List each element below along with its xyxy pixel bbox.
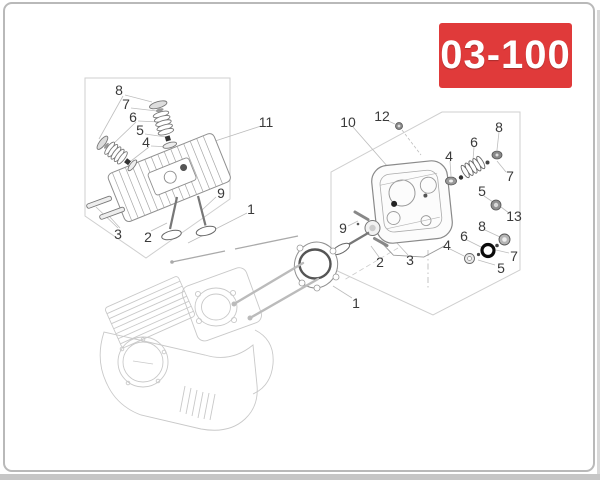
callout-6-right-top: 6: [470, 134, 478, 150]
engine-cylinder-fins: [105, 276, 195, 348]
right-kit-parts: [293, 122, 511, 292]
valve-spring-left: [96, 135, 138, 172]
callout-2-left: 2: [144, 229, 152, 245]
callout-3-left: 3: [114, 226, 122, 242]
head-gasket: [293, 241, 340, 292]
callout-13: 13: [506, 208, 522, 224]
cylinder-head-right: [371, 160, 453, 258]
head-studs: [231, 261, 320, 321]
valve-guides: [86, 195, 125, 220]
engine-assembly: [99, 261, 320, 431]
engine-crankcase: [99, 329, 274, 431]
upper-spring-kit: [445, 150, 503, 186]
callout-6-right-bot: 6: [460, 228, 468, 244]
callout-8-left: 8: [115, 82, 123, 98]
left-kit-box: [84, 77, 231, 259]
callout-8-right-bot: 8: [478, 218, 486, 234]
callout-7-right-top: 7: [506, 168, 514, 184]
mid-nut: [490, 199, 502, 211]
cylinder-head-left: [107, 133, 231, 223]
callout-5-right-top: 5: [478, 183, 486, 199]
callout-1-left: 1: [247, 201, 255, 217]
callout-6-left: 6: [129, 109, 137, 125]
callout-7-right-bot: 7: [510, 248, 518, 264]
section-badge-label: 03-100: [440, 33, 571, 77]
valve-b: [195, 195, 217, 237]
long-stud-rod: [170, 235, 299, 264]
tappet-and-valve: [331, 210, 389, 256]
callout-9-right: 9: [339, 220, 347, 236]
callout-4-right-bot: 4: [443, 237, 451, 253]
callout-7-left: 7: [122, 96, 130, 112]
callout-4-right-top: 4: [445, 148, 453, 164]
right-kit-box: [330, 111, 521, 316]
callout-3-right: 3: [406, 252, 414, 268]
callout-5-left: 5: [136, 122, 144, 138]
callout-8-right-top: 8: [495, 119, 503, 135]
valve-spring-right: [149, 100, 178, 149]
kit-boxes: [84, 77, 521, 316]
page-bottom-shadow: [0, 474, 600, 480]
lower-seal-kit: [464, 233, 511, 264]
page-right-shadow: [597, 10, 600, 474]
callout-4-left: 4: [142, 134, 150, 150]
callout-10: 10: [340, 114, 356, 130]
callout-1-right: 1: [352, 295, 360, 311]
callout-5-right-bot: 5: [497, 260, 505, 276]
callout-12: 12: [374, 108, 390, 124]
engine-cylinder-face: [181, 267, 262, 342]
left-kit-parts: [86, 100, 299, 264]
valve-a: [161, 196, 182, 241]
section-badge: 03-100: [439, 23, 572, 88]
callout-9-left: 9: [217, 185, 225, 201]
callout-2-right: 2: [376, 254, 384, 270]
cover-nut: [395, 122, 403, 130]
callout-11: 11: [258, 114, 274, 130]
